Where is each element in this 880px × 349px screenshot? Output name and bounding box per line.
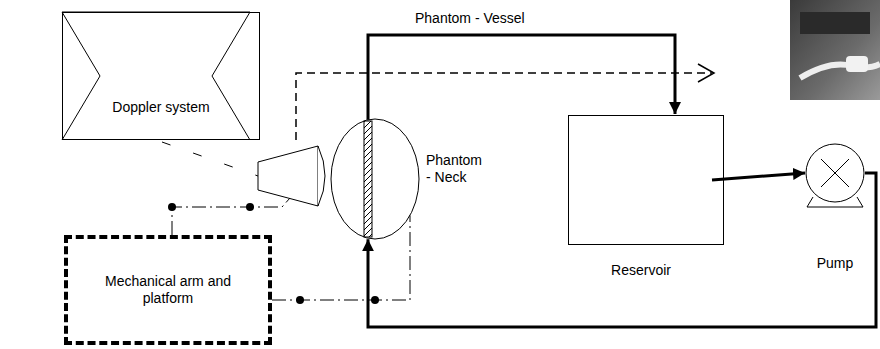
vessel-flow-line bbox=[368, 35, 675, 120]
doppler-box: Doppler system bbox=[62, 12, 260, 140]
node-label: Pump bbox=[795, 255, 875, 272]
ultrasound-probe bbox=[258, 146, 325, 206]
vessel-wall bbox=[364, 121, 372, 237]
node-label: Phantom - Neck bbox=[426, 152, 490, 186]
arm-linkage-line bbox=[272, 215, 410, 300]
setup-photo bbox=[790, 0, 880, 100]
edge-label: Phantom - Vessel bbox=[413, 10, 527, 27]
neck-phantom: Phantom - Neck bbox=[330, 118, 420, 240]
ellipse-outline bbox=[330, 118, 420, 240]
doppler-pattern bbox=[62, 12, 250, 140]
node-label: Mechanical arm and platform bbox=[103, 273, 233, 307]
reservoir-tank: Reservoir bbox=[568, 115, 724, 245]
pump-symbol: Pump bbox=[805, 143, 865, 203]
arm-platform-box: Mechanical arm and platform bbox=[64, 235, 272, 345]
node-label: Doppler system bbox=[63, 99, 259, 116]
node-label: Reservoir bbox=[569, 262, 713, 279]
flow-arrow bbox=[712, 173, 805, 180]
return-flow-line bbox=[368, 173, 876, 327]
probe-cable bbox=[162, 142, 258, 176]
signal-arrow bbox=[296, 64, 714, 140]
pump-outline bbox=[805, 143, 865, 203]
